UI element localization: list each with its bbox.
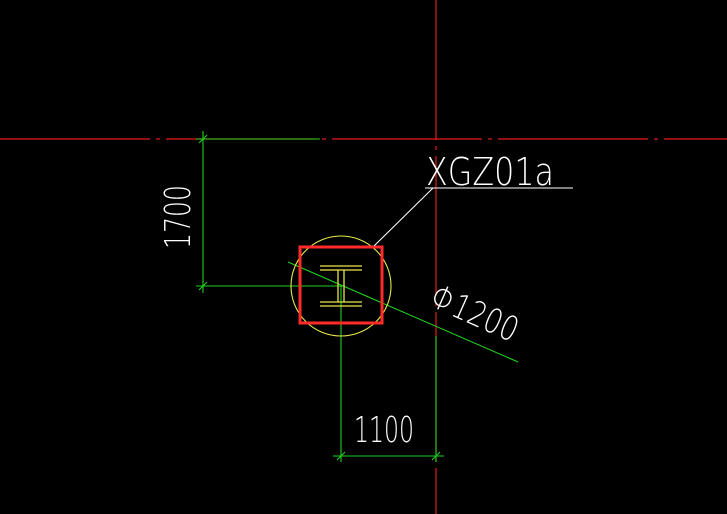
dimension-lines [196,131,519,462]
horizontal-dimension-label[interactable]: 1100 [354,410,414,451]
vertical-dimension-tick-top [198,134,208,144]
vertical-dimension-label[interactable]: 1700 [158,185,199,249]
leader [373,187,573,247]
i-beam-section-icon [320,265,362,307]
horizontal-dimension-tick-left [336,451,346,461]
column-label[interactable]: XGZ01a [426,150,554,194]
vertical-dimension-tick-bottom [198,281,208,291]
column-circle[interactable] [290,235,392,337]
column-selection-box[interactable] [298,245,384,325]
diameter-dimension-line [287,261,519,363]
column-diameter-label[interactable]: Φ1200 [424,277,524,351]
leader-line [373,187,434,247]
horizontal-dimension-tick-right [431,451,441,461]
